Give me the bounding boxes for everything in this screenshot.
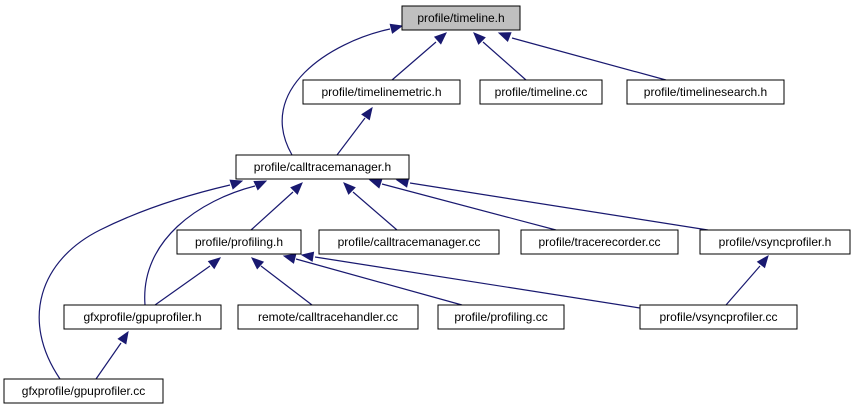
node-vsyncprofiler-h[interactable]: profile/vsyncprofiler.h	[699, 229, 851, 255]
node-label: profile/timelinesearch.h	[644, 85, 767, 99]
arrowhead-icon	[473, 32, 486, 45]
edges-layer	[38, 23, 769, 380]
edge-line	[95, 342, 122, 380]
node-calltracemanager-cc[interactable]: profile/calltracemanager.cc	[318, 229, 500, 255]
node-label: profile/profiling.h	[195, 235, 283, 249]
node-box	[176, 229, 302, 255]
edge-calltracemanager-cc-to-calltracemanager-h	[343, 182, 398, 231]
edge-calltracemanager-h-to-timelinemetric-h	[336, 106, 373, 156]
node-box	[437, 304, 565, 330]
edge-timeline-cc-to-timeline-h	[473, 32, 527, 81]
node-box	[63, 304, 222, 330]
edge-calltracehandler-cc-to-profiling-h	[251, 257, 313, 306]
node-box	[302, 79, 461, 105]
edge-profiling-h-to-calltracemanager-h	[250, 182, 303, 231]
node-timeline-cc[interactable]: profile/timeline.cc	[479, 79, 603, 105]
edge-gpuprofiler-cc-to-gpuprofiler-h	[95, 330, 129, 380]
edge-timelinesearch-h-to-timeline-h	[497, 32, 667, 81]
edge-line	[511, 37, 667, 81]
edge-gpuprofiler-h-to-calltracemanager-h	[144, 180, 268, 306]
arrowhead-icon	[361, 106, 373, 121]
arrowhead-icon	[229, 179, 244, 190]
edge-vsyncprofiler-cc-to-vsyncprofiler-h	[725, 254, 769, 306]
node-label: profile/tracerecorder.cc	[538, 235, 660, 249]
node-box	[699, 229, 851, 255]
node-profiling-h[interactable]: profile/profiling.h	[176, 229, 302, 255]
edge-line	[391, 41, 437, 81]
node-timelinemetric-h[interactable]: profile/timelinemetric.h	[302, 79, 461, 105]
edge-line	[38, 184, 231, 380]
node-tracerecorder-cc[interactable]: profile/tracerecorder.cc	[520, 229, 679, 255]
arrowhead-icon	[117, 330, 129, 345]
arrowhead-icon	[251, 257, 265, 270]
node-label: gfxprofile/gpuprofiler.cc	[22, 384, 145, 398]
node-box	[626, 79, 785, 105]
node-gpuprofiler-cc[interactable]: gfxprofile/gpuprofiler.cc	[3, 378, 164, 404]
node-label: profile/vsyncprofiler.cc	[659, 310, 777, 324]
edge-vsyncprofiler-cc-to-profiling-h	[300, 251, 641, 309]
node-label: profile/timeline.cc	[495, 85, 588, 99]
arrowhead-icon	[343, 182, 356, 195]
edge-line	[352, 191, 398, 231]
node-timeline-h: profile/timeline.h	[401, 5, 521, 31]
edge-line	[144, 185, 256, 306]
node-label: profile/vsyncprofiler.h	[719, 235, 832, 249]
node-box	[3, 378, 164, 404]
edge-line	[482, 41, 527, 81]
node-box	[235, 154, 410, 180]
edge-line	[281, 28, 391, 156]
edge-line	[154, 265, 211, 306]
node-box	[318, 229, 500, 255]
edge-profiling-cc-to-profiling-h	[282, 253, 463, 306]
node-label: remote/calltracehandler.cc	[258, 310, 398, 324]
edge-line	[314, 256, 641, 309]
nodes-layer: profile/timeline.h profile/timelinemetric…	[3, 5, 851, 404]
arrowhead-icon	[207, 257, 222, 270]
node-calltracehandler-cc[interactable]: remote/calltracehandler.cc	[237, 304, 419, 330]
edge-calltracemanager-h-to-timeline-h	[281, 23, 404, 156]
edge-line	[336, 117, 366, 156]
arrowhead-icon	[389, 23, 404, 34]
edge-gpuprofiler-h-to-profiling-h	[154, 257, 222, 306]
node-box	[639, 304, 798, 330]
edge-line	[725, 265, 761, 306]
node-label: profile/timeline.h	[417, 11, 504, 25]
node-gpuprofiler-h[interactable]: gfxprofile/gpuprofiler.h	[63, 304, 222, 330]
edge-vsyncprofiler-h-to-calltracemanager-h	[395, 177, 709, 231]
arrowhead-icon	[433, 32, 447, 45]
node-vsyncprofiler-cc[interactable]: profile/vsyncprofiler.cc	[639, 304, 798, 330]
arrowhead-icon	[756, 254, 769, 269]
arrowhead-icon	[282, 253, 297, 264]
arrowhead-icon	[497, 32, 512, 43]
edge-line	[381, 183, 557, 231]
arrowhead-icon	[300, 251, 315, 262]
node-label: profile/profiling.cc	[454, 310, 547, 324]
node-box	[479, 79, 603, 105]
node-box	[237, 304, 419, 330]
node-label: profile/timelinemetric.h	[321, 85, 441, 99]
arrowhead-icon	[368, 178, 383, 189]
node-label: gfxprofile/gpuprofiler.h	[83, 310, 201, 324]
node-label: profile/calltracemanager.cc	[338, 235, 481, 249]
edge-line	[260, 265, 313, 306]
edge-tracerecorder-cc-to-calltracemanager-h	[368, 178, 557, 231]
arrowhead-icon	[290, 182, 303, 195]
node-label: profile/calltracemanager.h	[254, 160, 391, 174]
edge-line	[250, 191, 294, 231]
node-box	[401, 5, 521, 31]
arrowhead-icon	[253, 180, 268, 191]
node-timelinesearch-h[interactable]: profile/timelinesearch.h	[626, 79, 785, 105]
edge-line	[409, 182, 709, 231]
node-profiling-cc[interactable]: profile/profiling.cc	[437, 304, 565, 330]
edge-line	[295, 258, 463, 306]
edge-gpuprofiler-cc-to-calltracemanager-h	[38, 179, 244, 380]
node-calltracemanager-h[interactable]: profile/calltracemanager.h	[235, 154, 410, 180]
edge-timelinemetric-h-to-timeline-h	[391, 32, 447, 81]
node-box	[520, 229, 679, 255]
